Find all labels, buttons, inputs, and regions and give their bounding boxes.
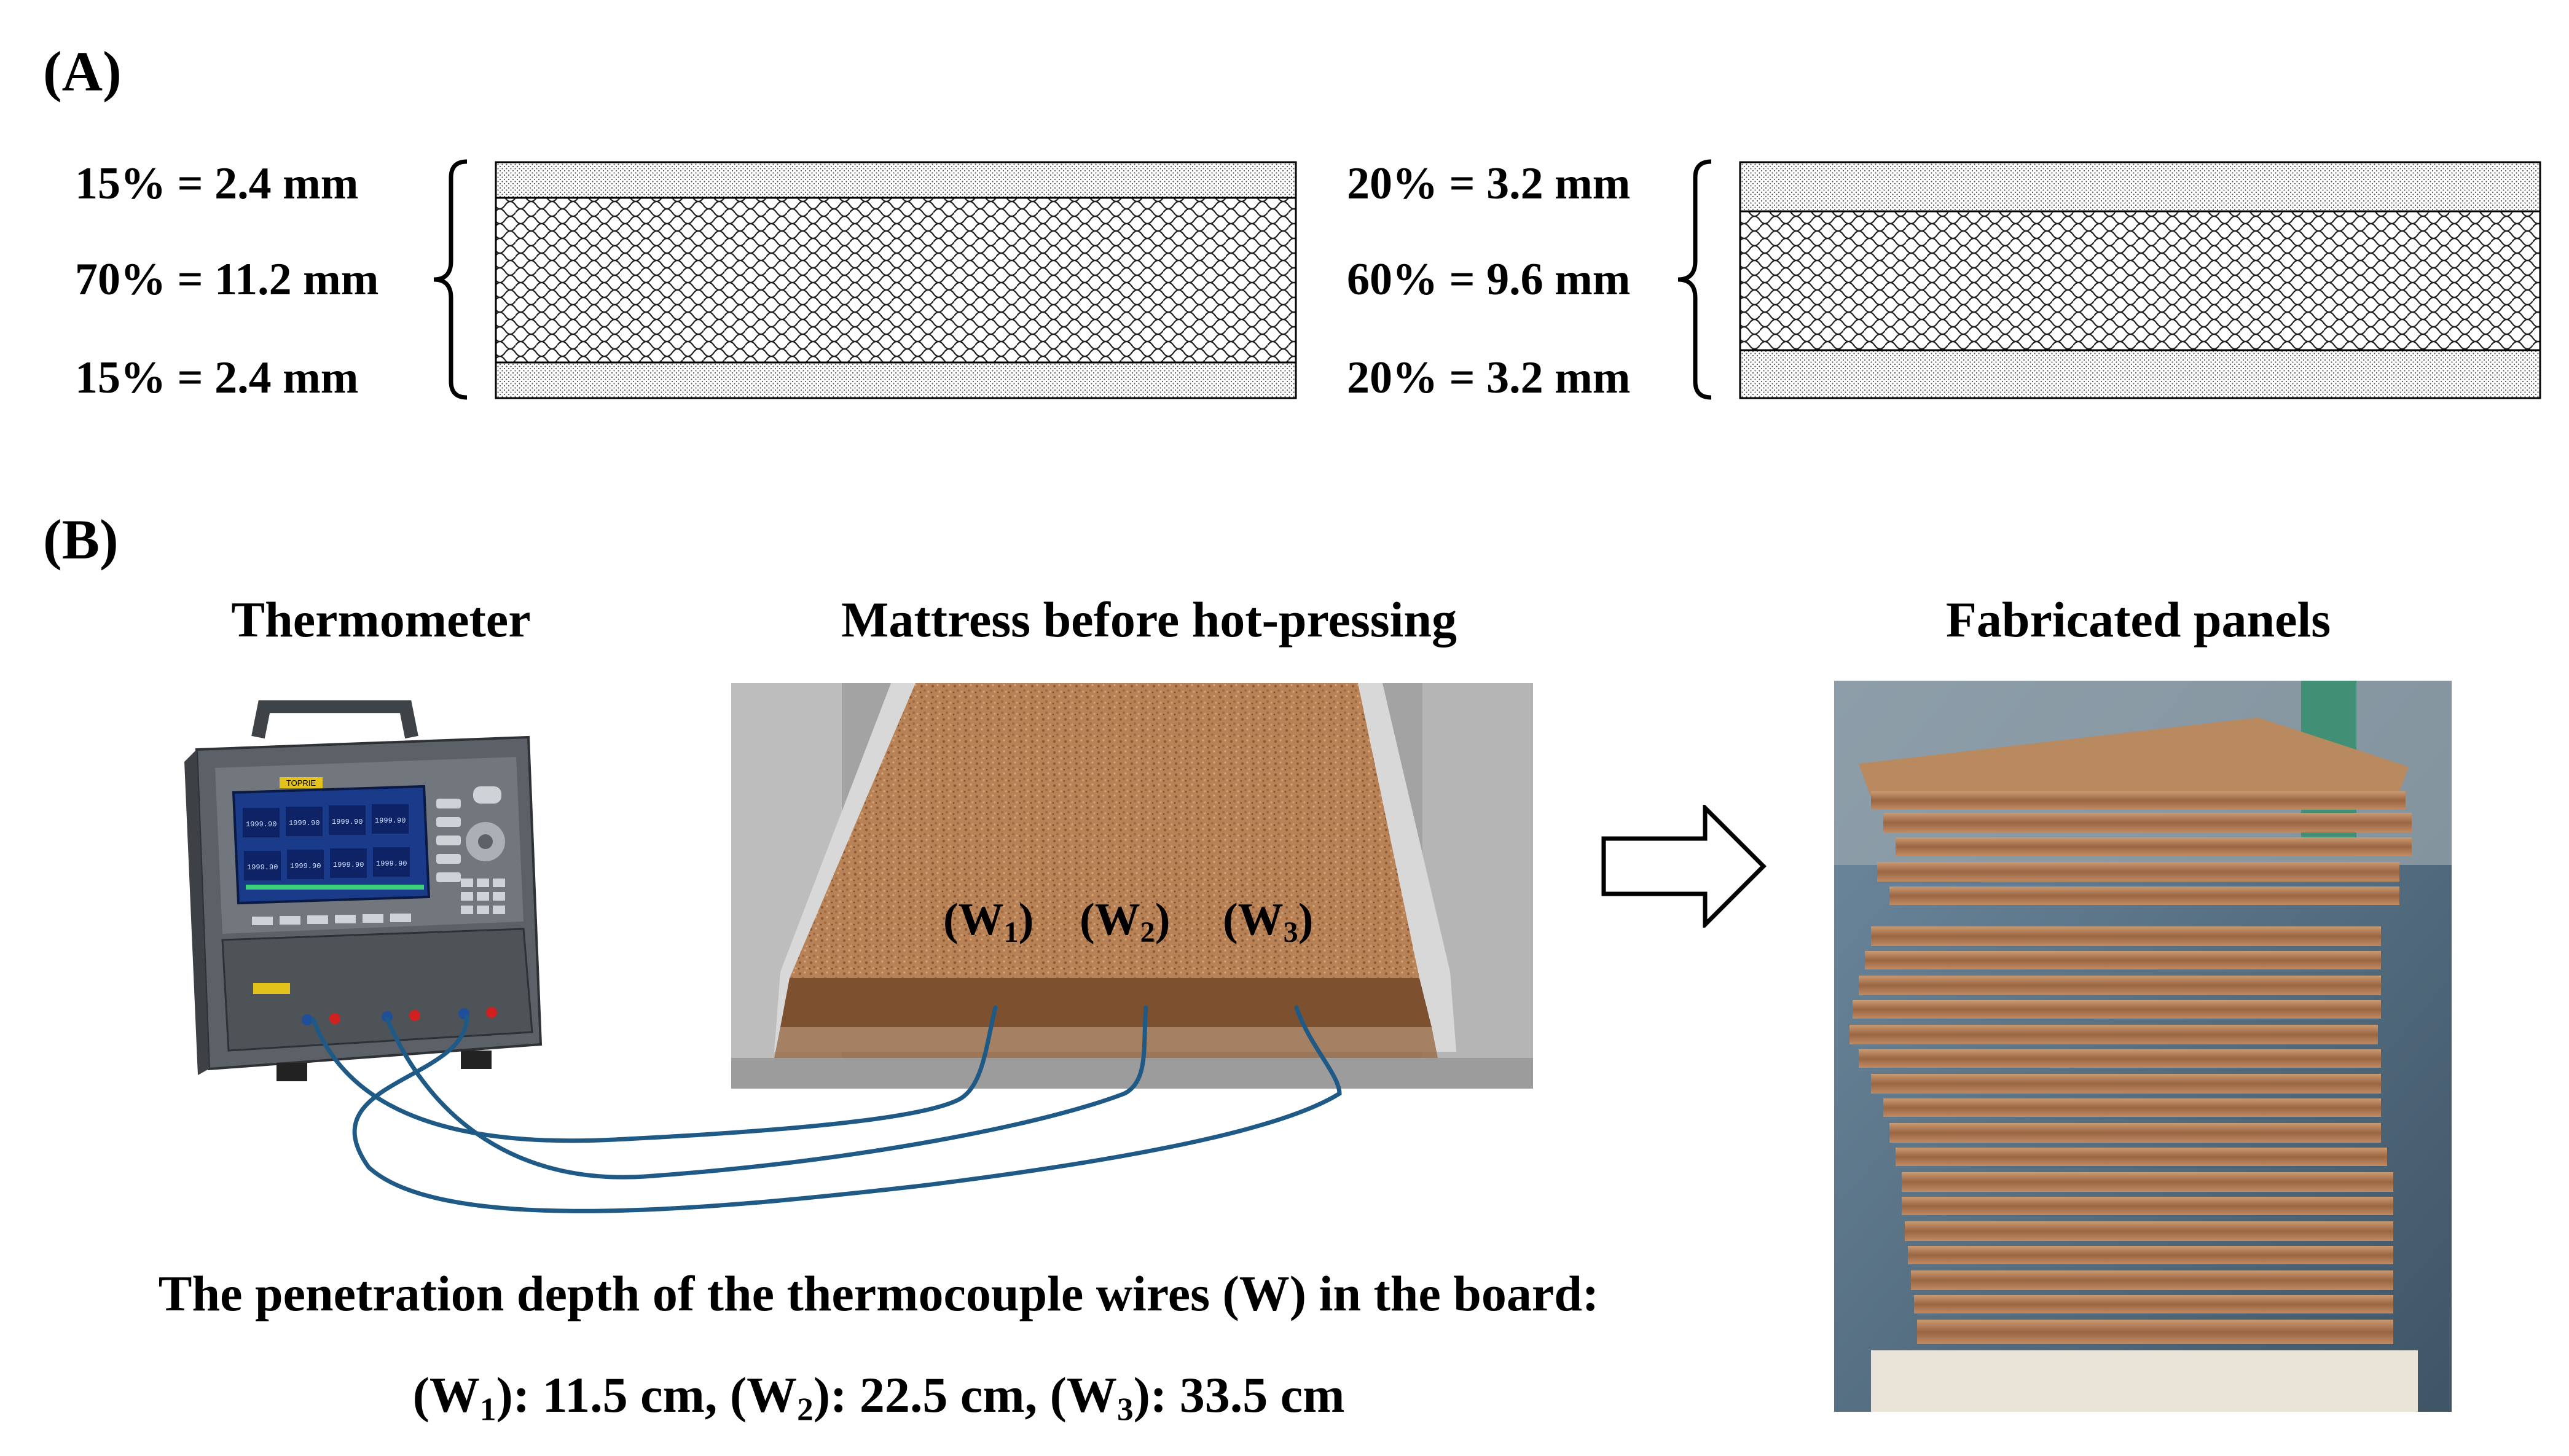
screen-reading: 1999.90 [333, 861, 364, 869]
mattress-photo [731, 683, 1533, 1089]
wire-label-w2: (W2) [1080, 894, 1171, 949]
device-side [184, 750, 209, 1075]
device-brand-text: TOPRIE [286, 778, 316, 788]
screen-reading: 1999.90 [290, 862, 321, 871]
mattress-title: Mattress before hot-pressing [841, 592, 1457, 648]
right-board-diagram [1739, 161, 2541, 399]
wire-w2 [385, 1005, 1148, 1180]
right-board-top-face [1739, 161, 2541, 213]
wire-label-w1: (W1) [943, 894, 1034, 949]
thermometer-device: TOPRIE 1999.90 1999.90 1999.90 1999.90 1… [184, 700, 543, 1081]
right-board-bottom-face [1739, 349, 2541, 399]
wire-w1 [311, 1005, 998, 1143]
caption-w3-depth: (W3): 33.5 cm [1049, 1367, 1345, 1428]
mattress-top [790, 683, 1419, 978]
right-board-core [1739, 210, 2541, 351]
left-board-diagram [495, 161, 1297, 399]
device-handle [251, 700, 418, 739]
wire-w3 [352, 1005, 1342, 1213]
device-buttons [252, 786, 505, 925]
left-board-bottom-face [495, 361, 1297, 399]
caption-line-1: The penetration depth of the thermocoupl… [158, 1266, 1599, 1321]
panel-stack [1849, 718, 2412, 1344]
fabricated-panels-art [1834, 681, 2452, 1412]
screen-reading: 1999.90 [332, 818, 363, 826]
screen-reading: 1999.90 [376, 859, 407, 868]
screen-reading: 1999.90 [375, 816, 406, 825]
caption-w1-depth: (W1): 11.5 cm, [412, 1367, 730, 1428]
caption-w2-depth: (W2): 22.5 cm, [729, 1367, 1050, 1428]
panel-a-letter: (A) [43, 40, 122, 103]
screen-reading: 1999.90 [246, 820, 277, 829]
left-board-core [495, 197, 1297, 364]
thermometer-title: Thermometer [231, 592, 531, 648]
right-layer-core-label: 60% = 9.6 mm [1347, 254, 1631, 305]
left-layer-core-label: 70% = 11.2 mm [75, 254, 379, 305]
fabricated-panels-title: Fabricated panels [1945, 592, 2331, 648]
left-board-top-face [495, 161, 1297, 199]
wire-label-w3: (W3) [1223, 894, 1314, 949]
right-layer-top-label: 20% = 3.2 mm [1347, 159, 1631, 209]
panel-b-letter: (B) [43, 508, 119, 571]
fabricated-panels-photo [1834, 681, 2452, 1412]
left-layer-bottom-label: 15% = 2.4 mm [75, 353, 359, 403]
caption-line-2: (W1): 11.5 cm, (W2): 22.5 cm, (W3): 33.5… [55, 1370, 1702, 1426]
pallet-board [1871, 1350, 2418, 1412]
mattress-photo-art [731, 683, 1533, 1089]
right-bracket [1677, 159, 1712, 400]
left-layer-top-label: 15% = 2.4 mm [75, 159, 359, 209]
device-brand-badge [280, 777, 323, 788]
screen-reading: 1999.90 [247, 863, 278, 872]
left-bracket [433, 159, 468, 400]
right-arrow-icon [1601, 805, 1767, 928]
mattress-edge [780, 978, 1432, 1027]
screen-reading: 1999.90 [289, 819, 320, 828]
right-layer-bottom-label: 20% = 3.2 mm [1347, 353, 1631, 403]
